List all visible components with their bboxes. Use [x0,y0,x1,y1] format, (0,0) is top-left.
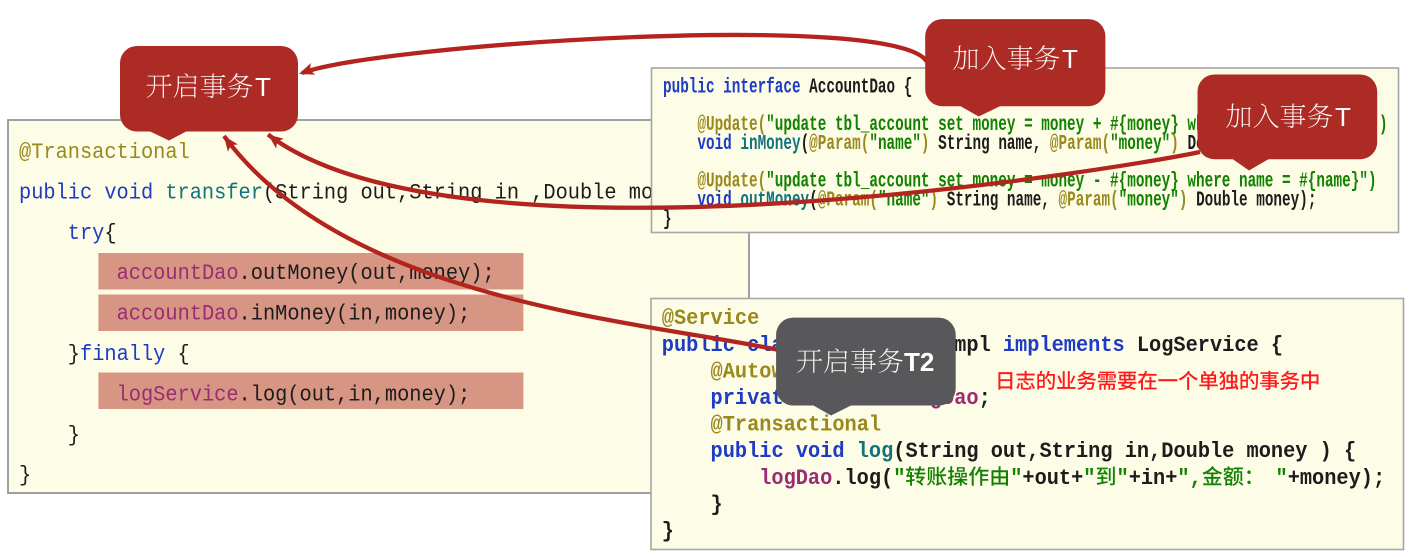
svg-text:@Update("update tbl_account se: @Update("update tbl_account set money = … [697,170,1376,193]
svg-text:@Transactional: @Transactional [19,140,190,165]
svg-text:T: T [255,72,271,102]
svg-text:}: } [662,519,674,544]
svg-text:}finally {: }finally { [68,342,190,367]
svg-text:}: } [711,493,723,518]
svg-text:public void transfer(String ou: public void transfer(String out,String i… [19,181,726,206]
svg-text:"+money);: "+money); [1276,466,1386,491]
svg-text:T2: T2 [904,347,934,377]
svg-text:@Service: @Service [662,307,759,332]
svg-text:T: T [1335,102,1351,132]
svg-text:"+out+": "+out+" [1010,466,1095,491]
svg-text:}: } [68,423,80,448]
svg-text:logDao.log(": logDao.log(" [759,466,905,491]
svg-text:T: T [1062,44,1078,74]
svg-text:public interface AccountDao {: public interface AccountDao { [663,76,912,99]
svg-text:"+in+",: "+in+", [1117,466,1202,491]
svg-text:}: } [19,464,31,489]
svg-text:@Transactional: @Transactional [711,413,882,438]
svg-text:public void log(String out,Str: public void log(String out,String in,Dou… [711,440,1357,465]
svg-text:void outMoney(@Param("name") S: void outMoney(@Param("name") String name… [697,189,1316,212]
svg-text:accountDao.outMoney(out,money): accountDao.outMoney(out,money); [117,262,495,287]
svg-text:logService.log(out,in,money);: logService.log(out,in,money); [117,383,471,408]
svg-text:accountDao.inMoney(in,money);: accountDao.inMoney(in,money); [117,302,471,327]
svg-text:}: } [663,208,672,231]
svg-text:try{: try{ [68,221,117,246]
svg-text:): ) [1379,114,1388,137]
